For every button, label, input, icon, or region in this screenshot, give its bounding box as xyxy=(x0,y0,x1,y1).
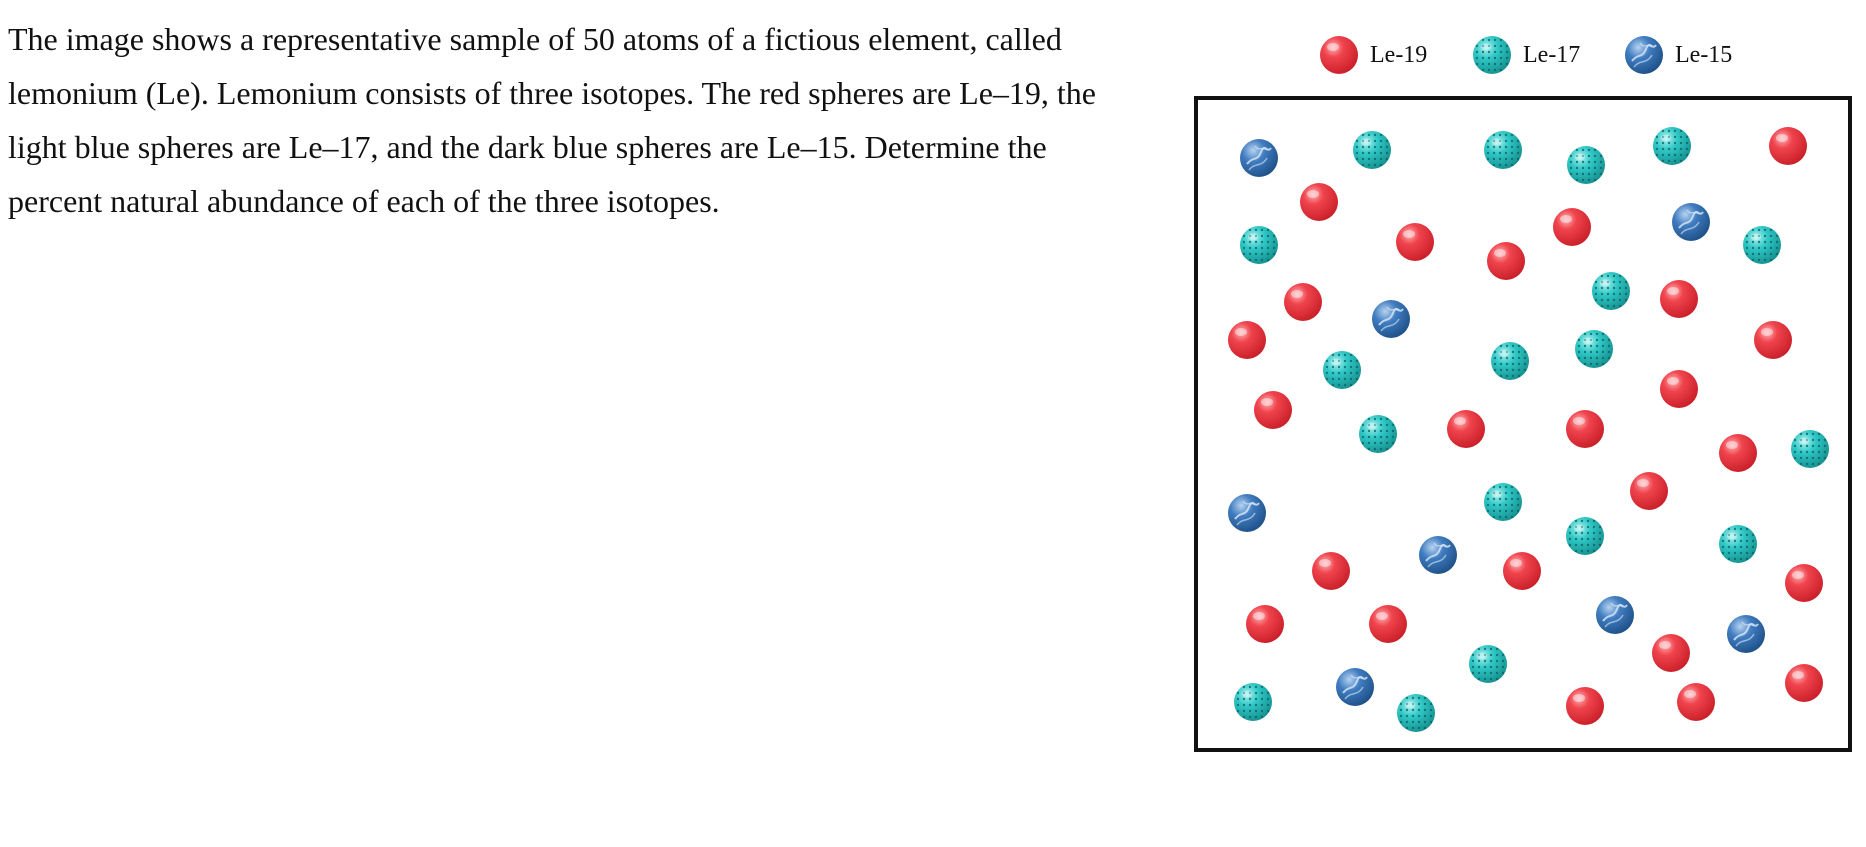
atom-le15 xyxy=(1227,493,1267,533)
atom-le19 xyxy=(1566,410,1604,448)
atom-le15 xyxy=(1726,614,1766,654)
atom-sample xyxy=(1227,127,1829,732)
atom-le19 xyxy=(1284,283,1322,321)
atom-le19 xyxy=(1785,664,1823,702)
atom-le17 xyxy=(1491,342,1529,380)
atom-le19 xyxy=(1246,605,1284,643)
atom-le17 xyxy=(1566,517,1604,555)
atom-le17 xyxy=(1567,146,1605,184)
atom-le17 xyxy=(1791,430,1829,468)
atom-le19 xyxy=(1785,564,1823,602)
atom-le19 xyxy=(1300,183,1338,221)
atom-le19 xyxy=(1396,223,1434,261)
atom-le19 xyxy=(1677,683,1715,721)
atom-le19 xyxy=(1254,391,1292,429)
atom-le17 xyxy=(1353,131,1391,169)
atom-le17 xyxy=(1469,645,1507,683)
legend-label-le17: Le-17 xyxy=(1523,42,1580,68)
atom-le19 xyxy=(1503,552,1541,590)
atom-le19 xyxy=(1660,370,1698,408)
atom-le19 xyxy=(1754,321,1792,359)
atom-le19 xyxy=(1660,280,1698,318)
legend-label-le15: Le-15 xyxy=(1675,42,1732,68)
atom-le19 xyxy=(1487,242,1525,280)
atom-le17 xyxy=(1484,131,1522,169)
atom-le17 xyxy=(1359,415,1397,453)
atom-le19 xyxy=(1719,434,1757,472)
atom-le15 xyxy=(1371,299,1411,339)
atom-le17 xyxy=(1234,683,1272,721)
atom-le15 xyxy=(1335,667,1375,707)
atom-le15 xyxy=(1239,138,1279,178)
atom-le19 xyxy=(1447,410,1485,448)
sample-box xyxy=(1194,96,1852,752)
atom-le19 xyxy=(1769,127,1807,165)
atom-le17 xyxy=(1484,483,1522,521)
atom-le19 xyxy=(1228,321,1266,359)
atom-le15 xyxy=(1595,595,1635,635)
atom-le15 xyxy=(1418,535,1458,575)
atom-le17 xyxy=(1653,127,1691,165)
atom-le19 xyxy=(1312,552,1350,590)
legend-light-blue-sphere-icon xyxy=(1473,36,1511,74)
atom-le17 xyxy=(1323,351,1361,389)
atom-le17 xyxy=(1575,330,1613,368)
atom-le19 xyxy=(1566,687,1604,725)
atom-le19 xyxy=(1553,208,1591,246)
legend-label-le19: Le-19 xyxy=(1370,42,1427,68)
problem-text: The image shows a representative sample … xyxy=(8,21,1096,219)
atom-le17 xyxy=(1719,525,1757,563)
atom-le17 xyxy=(1397,694,1435,732)
atom-le19 xyxy=(1652,634,1690,672)
legend: Le-19 Le-17 Le-15 xyxy=(1320,35,1732,75)
legend-dark-blue-sphere-icon xyxy=(1624,35,1664,75)
atom-le17 xyxy=(1592,272,1630,310)
atom-le19 xyxy=(1369,605,1407,643)
atom-le15 xyxy=(1671,202,1711,242)
atom-le17 xyxy=(1743,226,1781,264)
legend-red-sphere-icon xyxy=(1320,36,1358,74)
atom-le17 xyxy=(1240,226,1278,264)
atom-le19 xyxy=(1630,472,1668,510)
